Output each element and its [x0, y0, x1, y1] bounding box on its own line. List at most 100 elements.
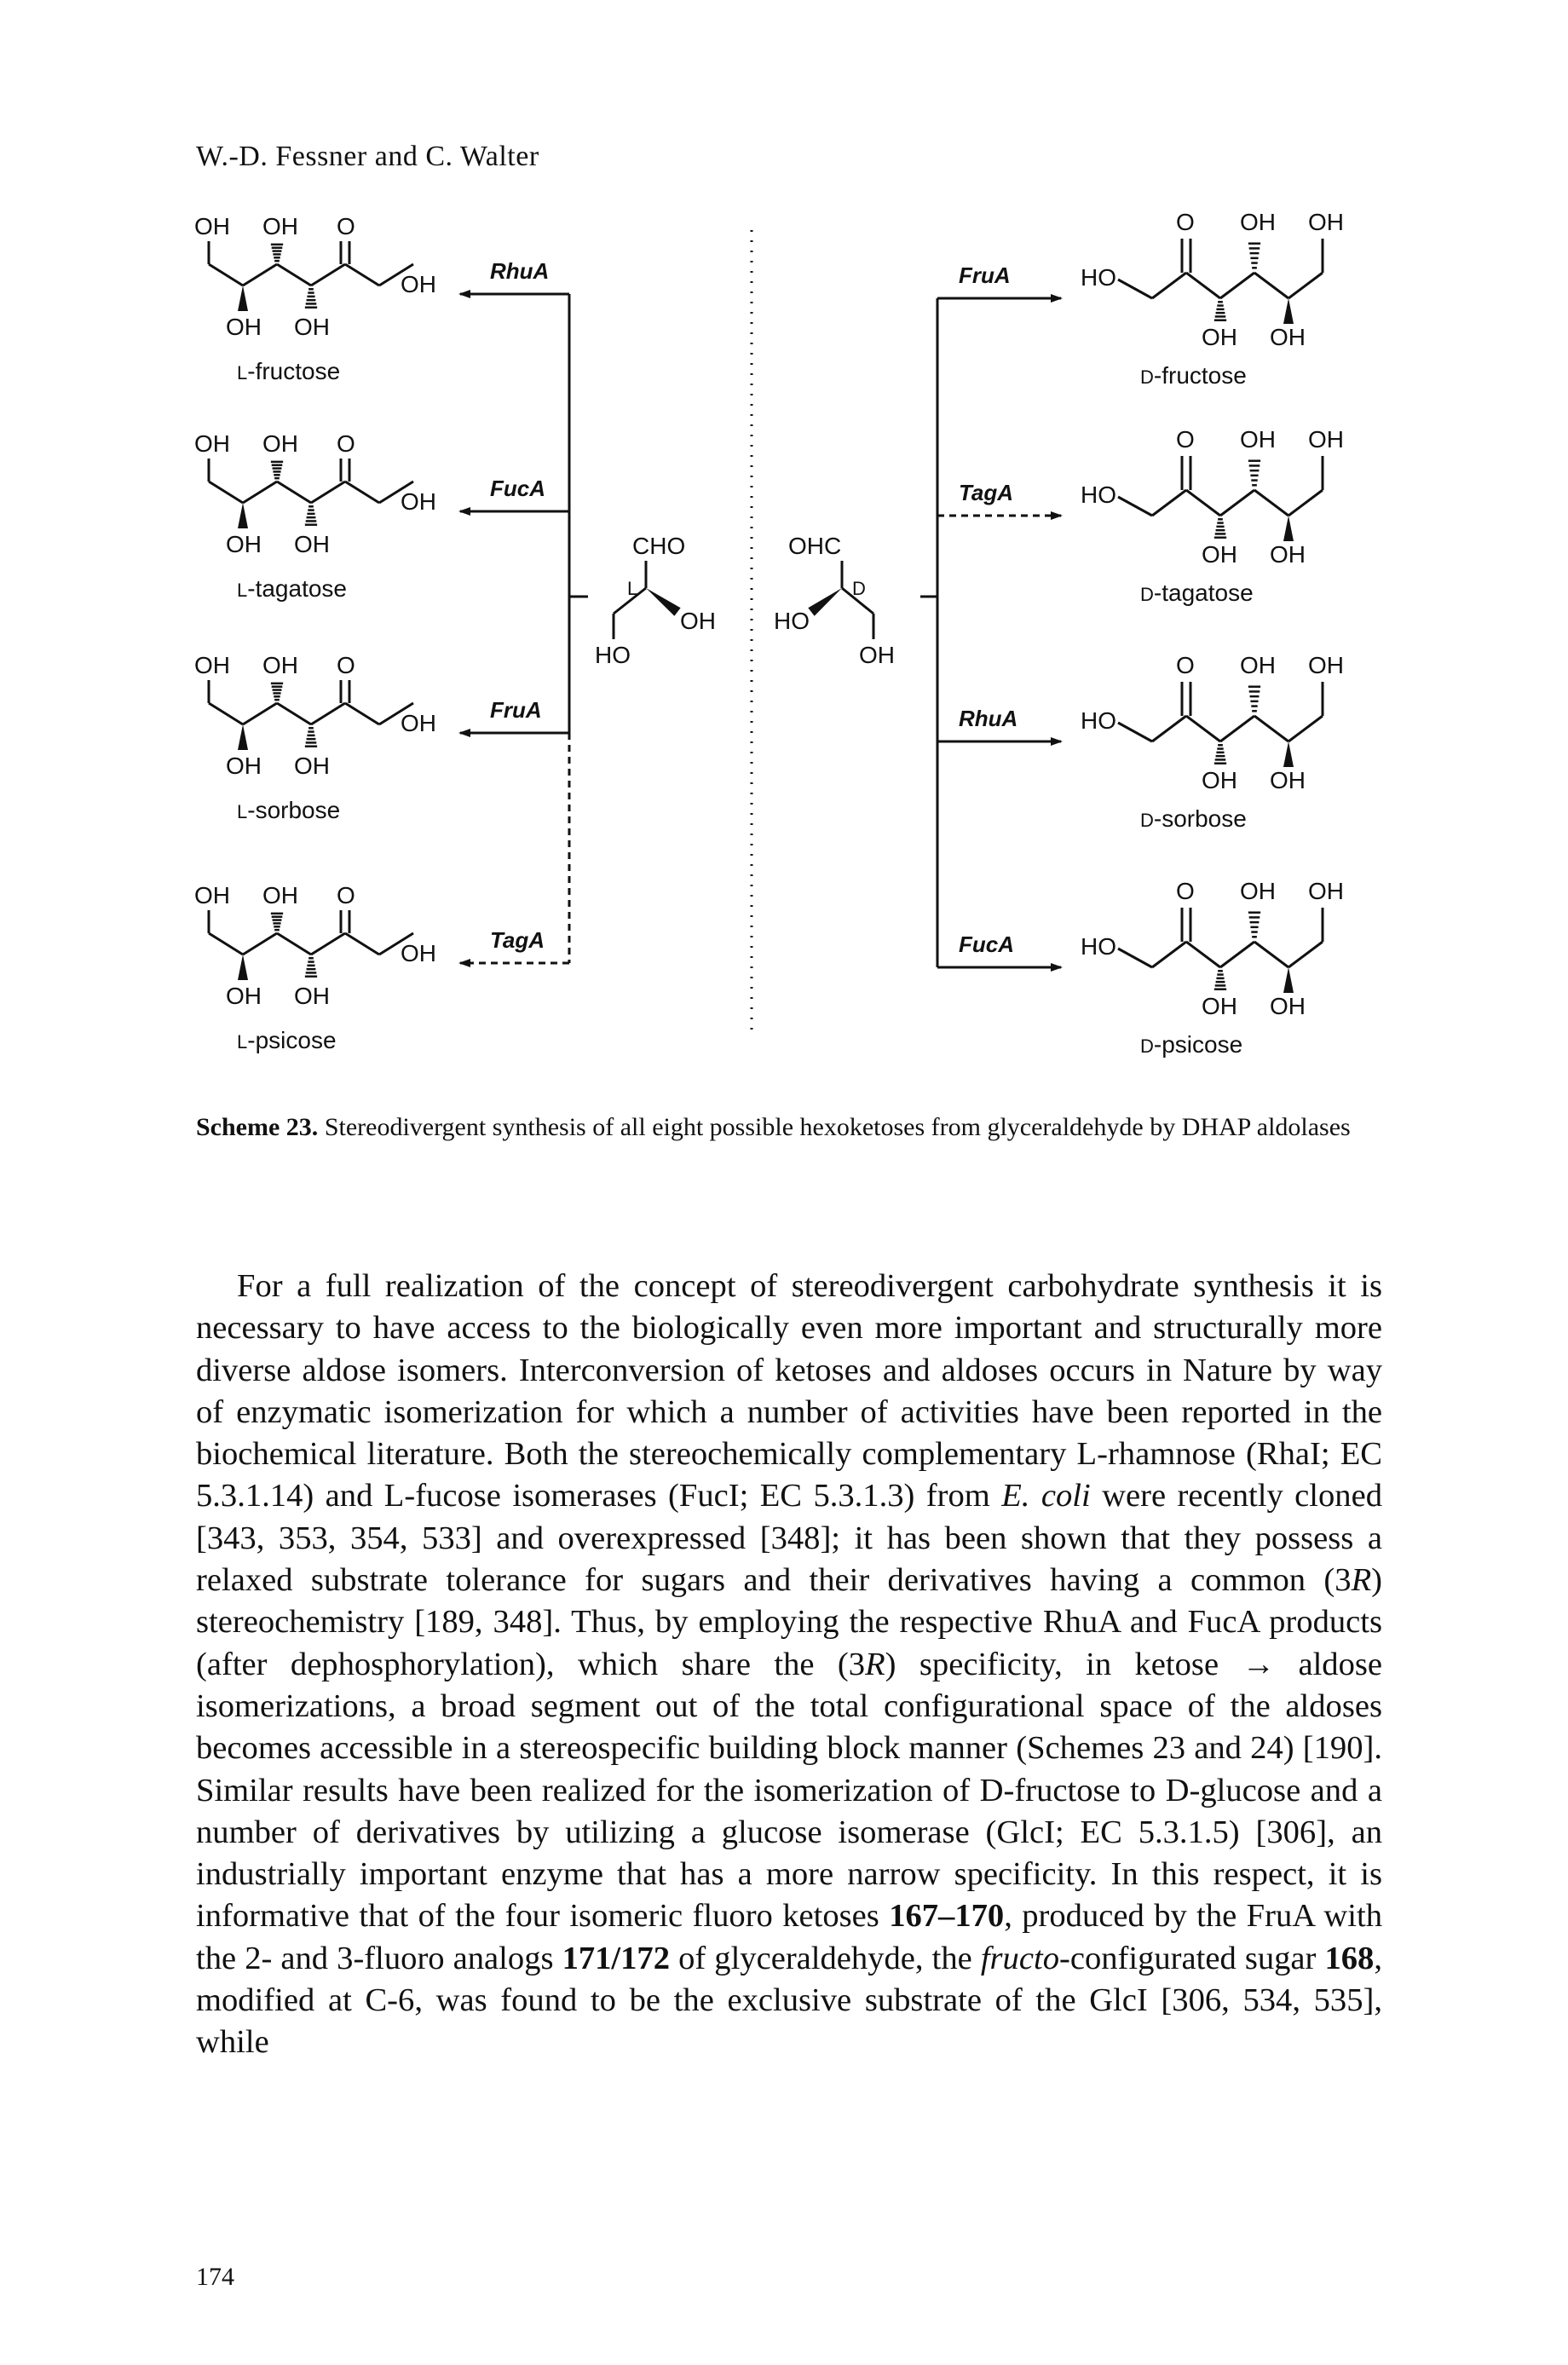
text-seg: ) specificity, in ketose → aldose isomer…	[196, 1646, 1382, 1808]
chain-bond	[1117, 495, 1153, 517]
page-number: 174	[196, 2263, 234, 2291]
text-seg: -rhamnose (RhaI; EC 5.3.1.14) and	[196, 1436, 1382, 1514]
oh-label: OH	[401, 271, 436, 297]
wedge-bond	[238, 955, 248, 980]
oh-label: OH	[1240, 652, 1276, 678]
oh-label: OH	[1202, 767, 1237, 793]
enzyme-label: FruA	[490, 697, 542, 723]
enzyme-label: FucA	[490, 476, 545, 501]
oh-label: OH	[1308, 209, 1344, 235]
chain-bond	[1185, 714, 1221, 743]
sugar-name: L-tagatose	[237, 575, 347, 602]
chain-bond	[276, 932, 312, 956]
text-seg: , produced by the FruA with the 2- and 3…	[196, 1898, 1382, 1976]
config-prefix: D	[1140, 1035, 1154, 1057]
chain-bond	[1151, 271, 1187, 300]
chain-bond	[1151, 488, 1187, 517]
enzyme-label: TagA	[959, 480, 1013, 505]
chain-bond	[242, 480, 278, 505]
oh-label: OH	[680, 608, 716, 634]
oh-label: OH	[1202, 541, 1237, 568]
chain-bond	[1288, 714, 1323, 743]
config-prefix: L	[237, 801, 247, 822]
chain-bond	[208, 262, 244, 287]
config-prefix: L	[237, 362, 247, 384]
chain-bond	[276, 262, 312, 287]
compound-ref: 168	[1324, 1940, 1375, 1976]
oh-label: OH	[226, 983, 262, 1009]
running-header: W.-D. Fessner and C. Walter	[196, 141, 539, 172]
oh-label: OH	[226, 314, 262, 340]
chain-bond	[344, 480, 380, 505]
sugar-name: L-sorbose	[237, 797, 340, 823]
chain-bond	[1219, 940, 1255, 969]
oh-label: OH	[1270, 541, 1306, 568]
chain-bond	[344, 262, 380, 287]
organism-name: E. coli	[1001, 1478, 1091, 1514]
chain-bond	[276, 701, 312, 726]
wedge-bond	[646, 588, 681, 616]
chain-bond	[310, 480, 346, 505]
config-l: L	[383, 1478, 405, 1514]
wedge-bond	[238, 286, 248, 311]
oh-label: OH	[294, 983, 330, 1009]
sugar-name: D-sorbose	[1140, 805, 1247, 832]
sugar-name: L-psicose	[237, 1027, 337, 1053]
sugar-name: D-fructose	[1140, 362, 1247, 389]
o-label: O	[337, 213, 355, 239]
oh-label: OH	[194, 430, 230, 457]
sugar-name: L-fructose	[237, 358, 340, 384]
sugar-suffix: -psicose	[247, 1027, 336, 1053]
text-seg: -configurated sugar	[1058, 1940, 1325, 1976]
text-seg: -fructose to	[1003, 1772, 1166, 1808]
chain-bond	[1219, 714, 1255, 743]
wedge-bond	[1283, 741, 1294, 767]
oh-label: OH	[1202, 993, 1237, 1019]
chain-bond	[378, 701, 414, 726]
o-label: O	[337, 882, 355, 909]
sugar-name: D-tagatose	[1140, 580, 1254, 606]
config-label: D	[852, 578, 866, 599]
chain-bond	[1185, 940, 1221, 969]
ho-label: HO	[1081, 933, 1116, 960]
oh-label: OH	[1308, 878, 1344, 904]
stereo-r: R	[1351, 1562, 1372, 1599]
oh-label: OH	[262, 213, 298, 239]
chain-bond	[1117, 721, 1153, 743]
o-label: O	[1176, 878, 1195, 904]
chain-bond	[1254, 488, 1289, 517]
chain-bond	[1117, 947, 1153, 969]
chain-bond	[310, 262, 346, 287]
oh-label: OH	[1240, 426, 1276, 453]
chain-bond	[1254, 940, 1289, 969]
chain-bond	[208, 480, 244, 505]
chain-bond	[1151, 940, 1187, 969]
sugar-suffix: -sorbose	[247, 797, 340, 823]
oh-label: OH	[294, 314, 330, 340]
chain-bond	[276, 480, 312, 505]
text-seg: -fucose isomerases (FucI; EC 5.3.1.3) fr…	[404, 1478, 1002, 1514]
chain-bond	[378, 932, 414, 956]
oh-label: OH	[226, 753, 262, 779]
chain-bond	[310, 701, 346, 726]
config-d: D	[979, 1772, 1004, 1808]
chain-bond	[208, 932, 244, 956]
oh-label: OH	[401, 488, 436, 515]
oh-label: OH	[194, 882, 230, 909]
sugar-suffix: -fructose	[247, 358, 340, 384]
compound-ref: 171/172	[562, 1940, 671, 1976]
oh-label: OH	[294, 753, 330, 779]
o-label: O	[1176, 426, 1195, 453]
bond	[613, 586, 647, 615]
chain-bond	[242, 932, 278, 956]
o-label: O	[1176, 209, 1195, 235]
chain-bond	[1185, 271, 1221, 300]
wedge-bond	[238, 503, 248, 528]
text-seg: For a full realization of the concept of…	[196, 1268, 1382, 1473]
